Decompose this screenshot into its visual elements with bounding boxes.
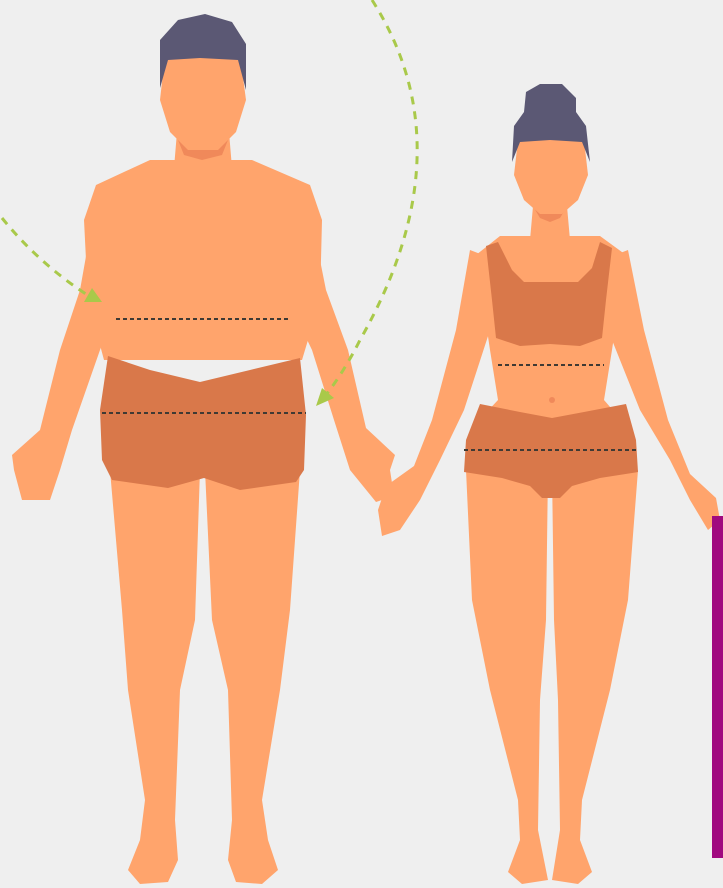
woman-left-leg [466,470,548,884]
man-head [160,55,246,150]
man-shorts [100,356,306,490]
man-torso [84,160,322,360]
woman-right-leg [552,470,638,884]
man-right-leg [205,470,300,884]
woman-figure [378,84,720,884]
woman-head [514,140,588,214]
man-left-leg [110,470,200,884]
woman-navel [549,397,555,403]
side-accent-bar [712,516,723,858]
man-figure [12,14,395,884]
